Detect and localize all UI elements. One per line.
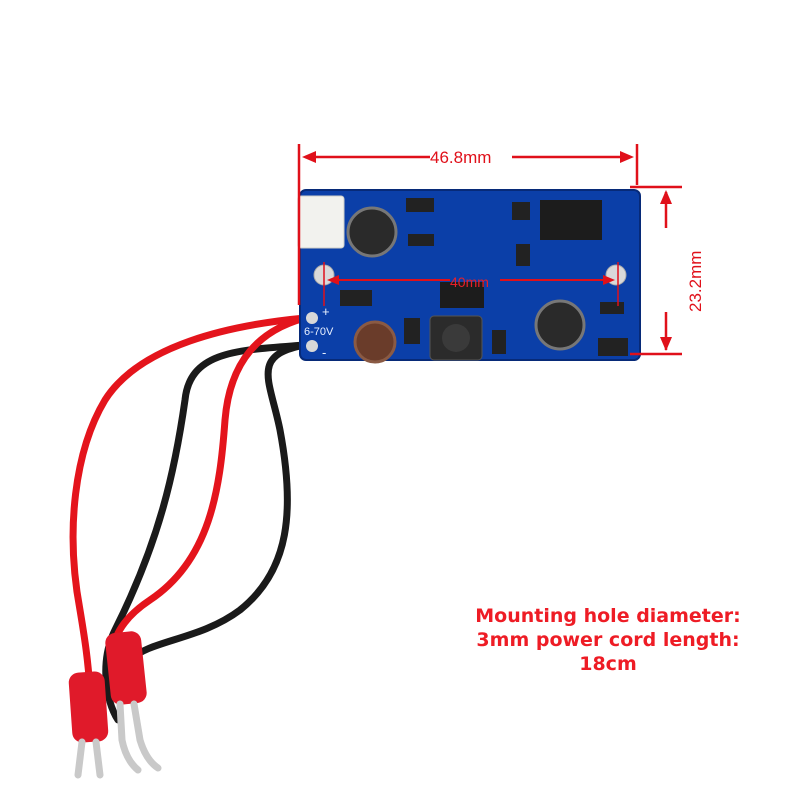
spec-note: Mounting hole diameter: 3mm power cord l… xyxy=(440,604,776,676)
dimension-lines xyxy=(297,144,682,356)
capacitor-bottom xyxy=(534,299,586,351)
note-line-3: 18cm xyxy=(579,653,637,675)
black-wire-loop xyxy=(126,341,309,664)
ic-chip-large xyxy=(540,200,602,240)
ic-chip-small xyxy=(440,282,484,308)
note-line-2: 3mm power cord length: xyxy=(476,629,740,651)
height-dimension-label: 23.2mm xyxy=(686,250,705,312)
capacitor-top xyxy=(346,206,398,258)
red-wire xyxy=(69,314,309,694)
voltage-silkscreen: 6-70V xyxy=(304,326,334,338)
black-wire xyxy=(102,341,309,724)
power-cord xyxy=(69,314,309,724)
width-dimension-label: 46.8mm xyxy=(430,148,492,167)
hole-spacing-label: 40mm xyxy=(450,274,489,290)
polarity-minus: - xyxy=(322,345,327,360)
spade-terminals xyxy=(68,631,162,779)
red-wire-loop xyxy=(108,314,309,664)
note-line-1: Mounting hole diameter: xyxy=(475,605,741,627)
jst-connector xyxy=(297,195,345,249)
polarity-plus: + xyxy=(322,304,330,319)
capacitor-brown xyxy=(353,320,397,364)
pcb-board xyxy=(297,189,641,364)
